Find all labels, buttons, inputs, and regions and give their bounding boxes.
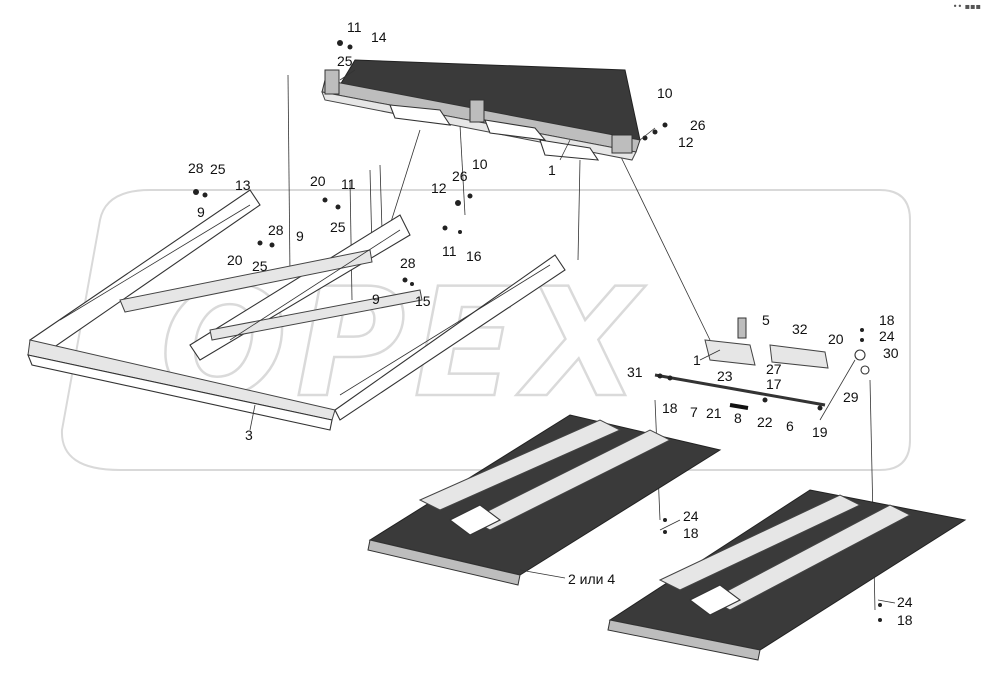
- callout-label: 12: [678, 134, 694, 150]
- callout-label: 10: [657, 85, 673, 101]
- callout-label: 24: [683, 508, 699, 524]
- callout-label: 14: [371, 29, 387, 45]
- callout-label: 25: [210, 161, 226, 177]
- callout-label: 24: [879, 328, 895, 344]
- callout-label: 10: [472, 156, 488, 172]
- callout-label: 11: [341, 176, 356, 192]
- callout-label: 28: [268, 222, 284, 238]
- callout-label: 27: [766, 361, 782, 377]
- callout-label: 3: [245, 427, 253, 443]
- callout-label: 16: [466, 248, 482, 264]
- callout-label: 20: [227, 252, 243, 268]
- callout-label: 22: [757, 414, 773, 430]
- callout-labels: 11 14 25 10 26 12 1 28 25 13 9 20 11 25 …: [188, 19, 913, 628]
- drive-shaft-assembly: [654, 317, 870, 410]
- lower-sieve-right: [607, 489, 967, 661]
- callout-label: 31: [627, 364, 643, 380]
- callout-label: 1: [693, 352, 701, 368]
- callout-label: 25: [252, 258, 268, 274]
- callout-label: 18: [683, 525, 699, 541]
- callout-label: 1: [548, 162, 556, 178]
- callout-label: 12: [431, 180, 447, 196]
- callout-label: 17: [766, 376, 782, 392]
- callout-label: 24: [897, 594, 913, 610]
- callout-label: 25: [330, 219, 346, 235]
- callout-label: 9: [372, 291, 380, 307]
- callout-label: 19: [812, 424, 828, 440]
- callout-label: 29: [843, 389, 859, 405]
- callout-label: 18: [879, 312, 895, 328]
- callout-label: 5: [762, 312, 770, 328]
- callout-label: 20: [310, 173, 326, 189]
- callout-label: 13: [235, 177, 251, 193]
- callout-label: 11: [347, 19, 362, 35]
- top-sieve-assembly: [321, 59, 641, 161]
- callout-label: 9: [197, 204, 205, 220]
- callout-label: 21: [706, 405, 722, 421]
- callout-label: 20: [828, 331, 844, 347]
- lower-sieve-left: [367, 414, 722, 586]
- callout-label: 18: [897, 612, 913, 628]
- callout-label: 2 или 4: [568, 571, 615, 587]
- callout-label: 11: [442, 243, 457, 259]
- callout-leaders: [249, 69, 896, 604]
- main-frame: [27, 189, 566, 431]
- callout-label: 15: [415, 293, 431, 309]
- callout-label: 26: [690, 117, 706, 133]
- callout-label: 23: [717, 368, 733, 384]
- callout-label: 25: [337, 53, 353, 69]
- callout-label: 30: [883, 345, 899, 361]
- callout-label: 28: [188, 160, 204, 176]
- callout-label: 28: [400, 255, 416, 271]
- callout-label: 32: [792, 321, 808, 337]
- callout-label: 7: [690, 404, 698, 420]
- callout-label: 9: [296, 228, 304, 244]
- callout-label: 26: [452, 168, 468, 184]
- callout-label: 18: [662, 400, 678, 416]
- corner-mark: •• ▪▪▪: [952, 2, 981, 11]
- callout-label: 8: [734, 410, 742, 426]
- callout-label: 6: [786, 418, 794, 434]
